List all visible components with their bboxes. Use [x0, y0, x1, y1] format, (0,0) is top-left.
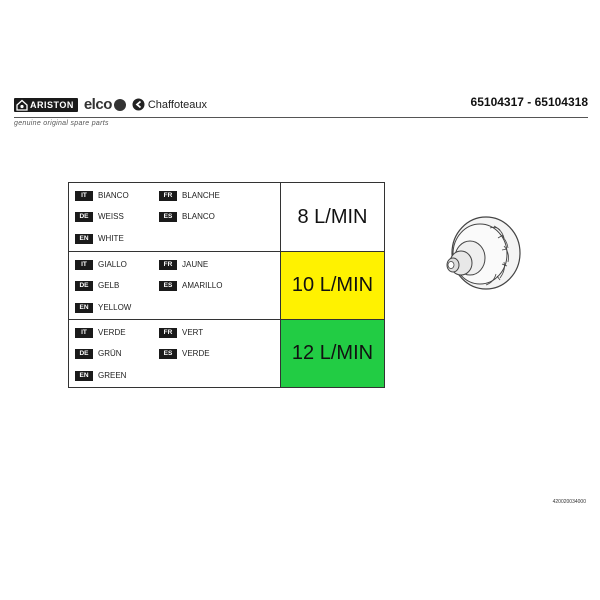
part-numbers: 65104317 - 65104318	[470, 95, 588, 109]
language-code-badge: FR	[159, 190, 177, 201]
color-names-cell: IT VERDE FR VERT DE GRÜN ES VERDE EN GREEN	[69, 320, 280, 387]
lang-entry: ES BLANCO	[159, 211, 215, 222]
lang-entry: EN YELLOW	[75, 302, 131, 313]
language-code-badge: ES	[159, 280, 177, 291]
color-name: BIANCO	[98, 191, 129, 200]
flow-rate-cell: 12 L/MIN	[280, 320, 384, 387]
color-name: WEISS	[98, 212, 124, 221]
lang-entry: DE GRÜN	[75, 348, 122, 359]
color-name: YELLOW	[98, 303, 132, 312]
lang-entry: ES VERDE	[159, 348, 210, 359]
table-row: IT BIANCO FR BLANCHE DE WEISS ES BLANCO EN WHITE 8…	[69, 183, 384, 251]
chaffoteaux-icon	[132, 98, 145, 111]
language-code-badge: ES	[159, 348, 177, 359]
lang-entry: IT VERDE	[75, 327, 126, 338]
flow-limiter-icon	[446, 216, 521, 290]
lang-entry: EN WHITE	[75, 233, 124, 244]
header-divider	[14, 117, 588, 118]
language-code-badge: IT	[75, 259, 93, 270]
tagline: genuine original spare parts	[14, 120, 109, 127]
language-code-badge: DE	[75, 348, 93, 359]
color-name: BLANCHE	[182, 191, 220, 200]
language-code-badge: EN	[75, 370, 93, 381]
lang-entry: IT GIALLO	[75, 259, 127, 270]
language-code-badge: ES	[159, 211, 177, 222]
table-row: IT GIALLO FR JAUNE DE GELB ES AMARILLO EN YELLOW 1…	[69, 251, 384, 319]
lang-entry: FR BLANCHE	[159, 190, 220, 201]
house-icon	[16, 99, 28, 111]
color-name: BLANCO	[182, 212, 215, 221]
color-name: AMARILLO	[182, 281, 223, 290]
flow-rate-table: IT BIANCO FR BLANCHE DE WEISS ES BLANCO EN WHITE 8…	[68, 182, 385, 388]
language-code-badge: DE	[75, 211, 93, 222]
ariston-wordmark: ARISTON	[30, 99, 74, 110]
document-code: 420020034000	[552, 499, 586, 505]
lang-entry: ES AMARILLO	[159, 280, 222, 291]
elco-wordmark: elco	[83, 96, 113, 113]
flow-rate-value: 10 L/MIN	[291, 274, 374, 296]
color-name: GREEN	[98, 371, 127, 380]
brand-logos: ARISTON elco Chaffoteaux	[14, 96, 207, 113]
lang-entry: DE GELB	[75, 280, 119, 291]
flow-rate-cell: 10 L/MIN	[280, 252, 384, 319]
flow-rate-cell: 8 L/MIN	[280, 183, 384, 251]
table-row: IT VERDE FR VERT DE GRÜN ES VERDE EN GREEN 12 L/MI…	[69, 319, 384, 387]
color-name: VERDE	[98, 328, 126, 337]
language-code-badge: IT	[75, 190, 93, 201]
lang-entry: IT BIANCO	[75, 190, 129, 201]
language-code-badge: EN	[75, 233, 93, 244]
color-name: WHITE	[98, 234, 124, 243]
header: ARISTON elco Chaffoteaux 65104317 - 6510…	[14, 92, 588, 118]
language-code-badge: FR	[159, 259, 177, 270]
color-names-cell: IT BIANCO FR BLANCHE DE WEISS ES BLANCO EN WHITE	[69, 183, 280, 251]
ariston-logo: ARISTON	[14, 97, 78, 112]
color-name: GRÜN	[98, 349, 122, 358]
color-name: GELB	[98, 281, 120, 290]
color-name: VERT	[182, 328, 204, 337]
color-name: JAUNE	[182, 260, 209, 269]
elco-badge-icon	[113, 98, 126, 111]
color-names-cell: IT GIALLO FR JAUNE DE GELB ES AMARILLO EN YELLOW	[69, 252, 280, 319]
lang-entry: FR JAUNE	[159, 259, 208, 270]
color-name: VERDE	[182, 349, 210, 358]
flow-rate-value: 8 L/MIN	[297, 205, 368, 228]
chaffoteaux-wordmark: Chaffoteaux	[147, 98, 207, 111]
lang-entry: DE WEISS	[75, 211, 124, 222]
language-code-badge: DE	[75, 280, 93, 291]
language-code-badge: FR	[159, 327, 177, 338]
language-code-badge: IT	[75, 327, 93, 338]
lang-entry: FR VERT	[159, 327, 203, 338]
color-name: GIALLO	[98, 260, 127, 269]
lang-entry: EN GREEN	[75, 370, 126, 381]
flow-rate-value: 12 L/MIN	[291, 342, 374, 364]
language-code-badge: EN	[75, 302, 93, 313]
